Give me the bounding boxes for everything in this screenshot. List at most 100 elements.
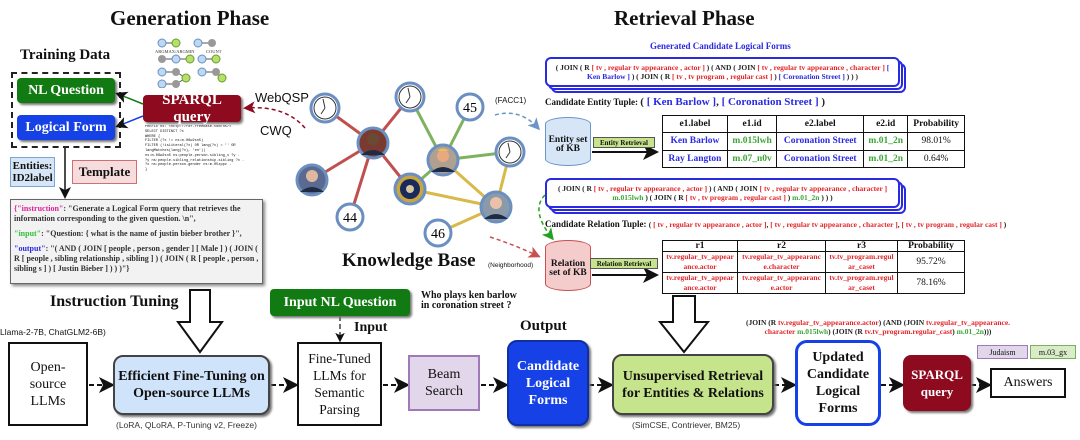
peft-methods-label: (LoRA, QLoRA, P-Tuning v2, Freeze) <box>116 420 257 430</box>
input-label: Input <box>354 320 388 335</box>
entities-id2label-box: Entities:ID2label <box>10 157 55 187</box>
code-line: SELECT DISTINCT ?x <box>145 129 184 134</box>
entity-tuple-label: Candidate Entity Tuple: <box>545 97 639 107</box>
text-segment: ( <box>640 96 647 108</box>
input-key: "input" <box>14 229 42 238</box>
text-segment: ) <box>952 327 957 336</box>
text-segment: ) ) ) <box>844 72 858 81</box>
text-segment: ) ( AND ( JOIN <box>707 184 760 193</box>
text-segment: [ tv , regular tv appearance , character… <box>757 63 885 72</box>
training-data-box <box>11 72 121 148</box>
instruction-tuning-label: Instruction Tuning <box>50 293 179 310</box>
cell: m.01_2n <box>863 149 909 169</box>
text-segment: [ tv , tv program , regular cast ] <box>901 220 1002 229</box>
query-graph-icons: ARGMAX/ARGMIN COUNT <box>155 38 227 88</box>
retrieval-arrow <box>657 295 711 354</box>
text-segment: m.015lwh <box>797 327 829 336</box>
instruction-tuning-arrow <box>176 289 224 354</box>
candidate-relation-tuple: Candidate Relation Tuple: ( [ tv , regul… <box>545 219 1006 229</box>
text-segment: ) <box>818 96 826 108</box>
nl-question-box: NL Question <box>17 78 115 103</box>
count-label: COUNT <box>206 49 222 54</box>
cell: tv.regular_tv_appearance.actor <box>662 251 738 273</box>
text-segment: [ tv , regular tv appearance , actor ] <box>653 220 767 229</box>
code-line: WHERE { <box>145 134 161 139</box>
text-segment: ( <box>648 220 654 229</box>
cell: 78.16% <box>897 272 965 294</box>
code-line: ?y ns:people.sibling_relationship.siblin… <box>145 158 245 163</box>
relation-retrieval-label: Relation Retrieval <box>590 258 658 269</box>
arrow-to-nl <box>115 91 144 105</box>
entity-set-database-icon: Entity set of KB <box>545 117 591 166</box>
dataset-arrow <box>243 101 306 129</box>
text-segment: ( JOIN ( R <box>557 184 594 193</box>
text-segment: m.015lwh <box>612 193 644 202</box>
arrow-to-lf <box>115 115 144 129</box>
sparql-query-final-box: SPARQL query <box>903 355 971 411</box>
cell: tv.tv_program.regular_caset <box>825 251 898 273</box>
text-segment: ) ( JOIN ( R <box>629 72 673 81</box>
webqsp-label: WebQSP <box>255 90 309 105</box>
facc1-arrow <box>494 112 541 131</box>
facc1-label: (FACC1) <box>495 96 527 105</box>
clock-icon <box>309 92 341 124</box>
text-segment: [ Ken Barlow ] <box>587 63 890 81</box>
input-nl-question-box: Input NL Question <box>270 289 410 316</box>
candidate-logical-form-1: ( JOIN ( R [ tv , regular tv appearance … <box>545 57 900 87</box>
updated-candidate-logical-forms-box: Updated Candidate Logical Forms <box>795 340 881 426</box>
code-line: ns:m.06w2sn5 ns:people.person.sibling_s … <box>145 153 240 158</box>
person-photo-obama <box>356 126 390 160</box>
text-segment: (JOIN (R <box>745 318 779 327</box>
cell: 0.64% <box>907 149 965 169</box>
retrievers-label: (SimCSE, Contriever, BM25) <box>632 420 741 430</box>
text-segment: ))) <box>983 327 992 336</box>
cell: Coronation Street <box>776 149 865 169</box>
header-cell: e2.label <box>776 114 865 134</box>
text-segment: [ tv , tv program , regular cast ] <box>685 193 786 202</box>
unsupervised-retrieval-box: Unsupervised Retrieval for Entities & Re… <box>612 354 774 415</box>
text-segment: [ Ken Barlow ] <box>646 96 717 108</box>
open-source-llms-box: Open-source LLMs <box>8 342 88 426</box>
base-models-label: Llama-2-7B, ChatGLM2-6B) <box>0 327 106 337</box>
text-segment: ) <box>1001 220 1007 229</box>
header-cell: e1.id <box>726 114 778 134</box>
output-text: : "( AND ( JOIN [ people , person , gend… <box>14 244 259 273</box>
text-segment: ) ( AND ( JOIN <box>704 63 758 72</box>
cell: tv.regular_tv_appearance.character <box>737 251 826 273</box>
code-line: PREFIX ns: <http://rdf.freebase.com/ns/> <box>145 125 232 129</box>
text-segment: ) <box>785 193 793 202</box>
text-segment: , <box>766 220 771 229</box>
code-line: FILTER (?x != ns:m.06w2sn5) <box>145 139 204 144</box>
beam-search-box: Beam Search <box>408 355 480 411</box>
relation-tuple-values: ( [ tv , regular tv appearance , actor ]… <box>649 220 1006 229</box>
instruction-text: : "Generate a Logical Form query that re… <box>14 204 241 223</box>
kb-node-44-label: 44 <box>343 211 357 226</box>
argmax-label: ARGMAX/ARGMIN <box>155 49 195 54</box>
text-segment: [ tv , regular tv appearance , character… <box>759 184 888 193</box>
text-segment: [ tv , tv program , regular cast ] <box>672 72 773 81</box>
cell: Coronation Street <box>776 132 865 151</box>
cell: 98.01% <box>907 132 965 151</box>
kb-node-45-label: 45 <box>463 101 477 116</box>
generation-phase-title: Generation Phase <box>110 6 270 30</box>
kb-node-46 <box>423 218 453 248</box>
presidential-seal-icon <box>393 172 427 206</box>
neighborhood-green-arrow <box>538 194 554 241</box>
header-cell: r2 <box>737 240 826 252</box>
text-segment: [ Coronation Street ] <box>721 96 819 108</box>
knowledge-base-label: Knowledge Base <box>342 250 476 271</box>
text-segment: ) (JOIN (R <box>828 327 865 336</box>
id2label-label: ID2label <box>12 172 53 184</box>
candidate-logical-forms-box: Candidate Logical Forms <box>507 340 589 426</box>
person-photo-bush <box>295 163 329 197</box>
header-cell: Probability <box>907 114 965 134</box>
cell: tv.tv_program.regular_caset <box>825 272 898 294</box>
person-photo-trump <box>426 143 460 177</box>
answer-label-tag: Judaism <box>977 345 1028 359</box>
relation-set-database-icon: Relation set of KB <box>545 240 591 291</box>
